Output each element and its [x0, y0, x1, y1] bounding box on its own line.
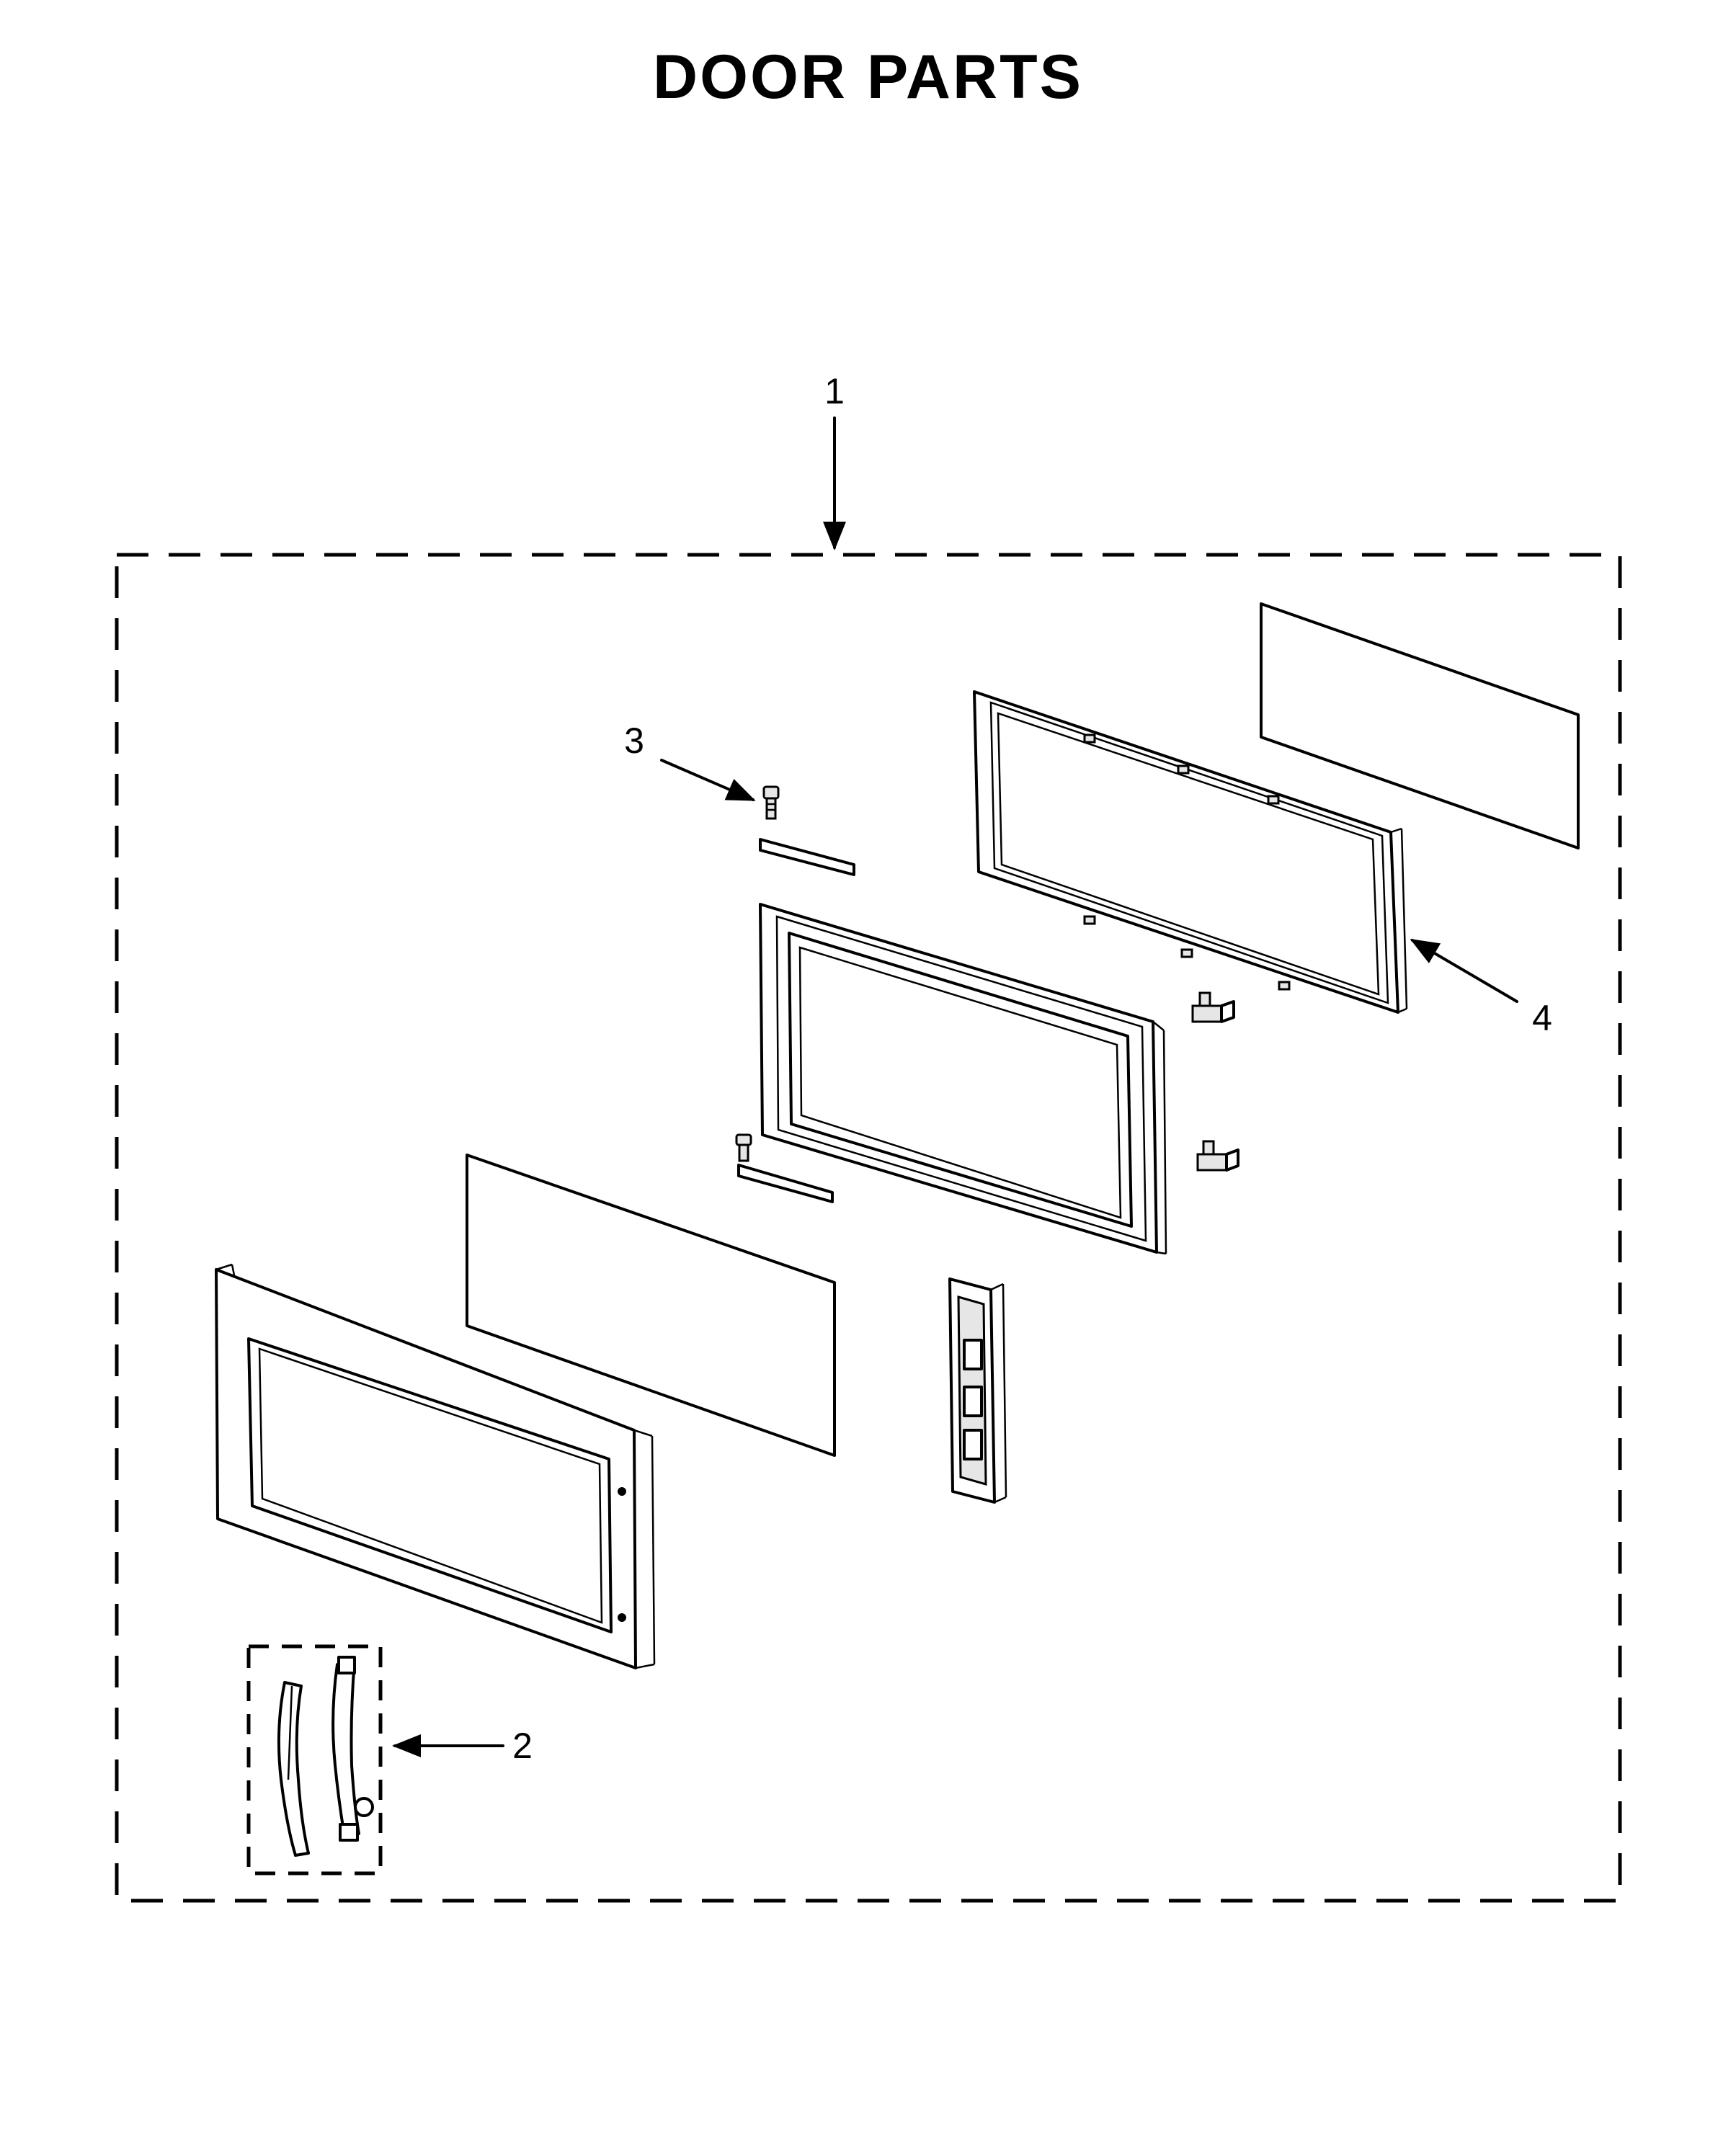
latch-assembly: [948, 1277, 1007, 1504]
lower-hinge-screw: [735, 1133, 834, 1203]
door-handle-right: [331, 1656, 374, 1842]
handle-kit-boundary: [246, 1644, 383, 1875]
inner-door-frame: [759, 903, 1167, 1255]
callout-4-arrow: [1410, 938, 1518, 1003]
back-glass-panel: [1260, 602, 1580, 849]
page-title: DOOR PARTS: [653, 43, 1083, 112]
door-choke-frame: [973, 690, 1408, 1014]
latch-hook-upper: [1191, 991, 1235, 1023]
callout-3-arrow: [660, 759, 756, 801]
callout-4-label: 4: [1532, 998, 1552, 1038]
callout-2-label: 2: [512, 1726, 533, 1766]
hinge-screw-part: [759, 785, 855, 876]
door-handle-left: [277, 1681, 310, 1857]
callout-1-label: 1: [824, 371, 845, 411]
latch-hook-lower: [1196, 1140, 1239, 1172]
door-assembly-boundary: [115, 553, 1622, 1903]
front-glass-panel: [466, 1154, 836, 1457]
outer-door-panel: [215, 1263, 656, 1669]
callout-3-label: 3: [624, 721, 644, 761]
